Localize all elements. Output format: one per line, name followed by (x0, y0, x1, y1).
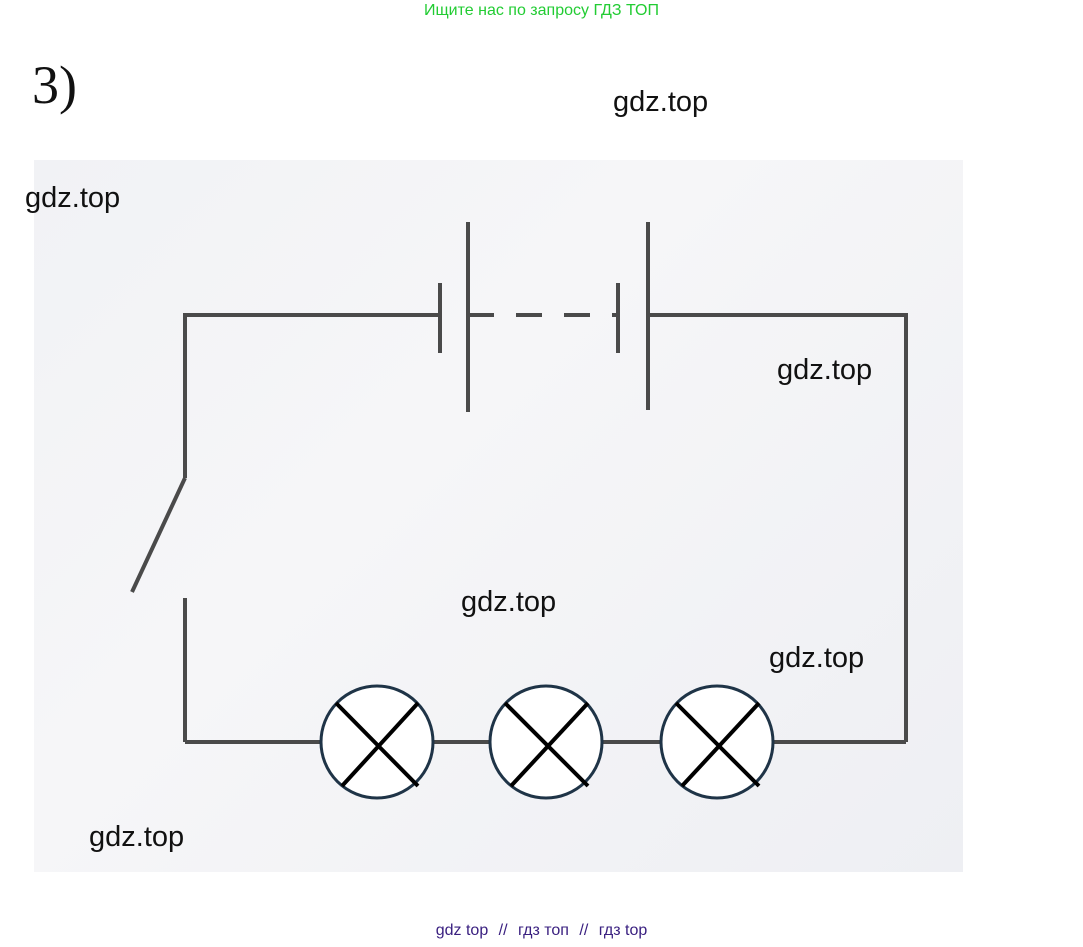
footer-link-gdz-top-ru[interactable]: гдз топ (518, 922, 569, 939)
top-banner: Ищите нас по запросу ГДЗ ТОП (424, 2, 659, 19)
footer-link-gdz-top[interactable]: gdz top (435, 922, 489, 939)
footer-separator: // (498, 922, 508, 939)
footer-links: gdz top // гдз топ // гдз top (0, 922, 1083, 940)
lamp-1 (319, 684, 435, 800)
footer-separator: // (579, 922, 589, 939)
watermark: gdz.top (769, 642, 865, 674)
watermark: gdz.top (777, 354, 873, 386)
watermark: gdz.top (89, 821, 185, 853)
footer-link-gdz-top-mixed[interactable]: гдз top (598, 922, 648, 939)
watermark: gdz.top (461, 586, 557, 618)
problem-number: 3) (32, 55, 77, 115)
lamp-2 (488, 684, 604, 800)
watermark: gdz.top (613, 86, 709, 118)
watermark: gdz.top (25, 182, 121, 214)
switch-blade (130, 477, 187, 593)
lamp-3 (659, 684, 775, 800)
